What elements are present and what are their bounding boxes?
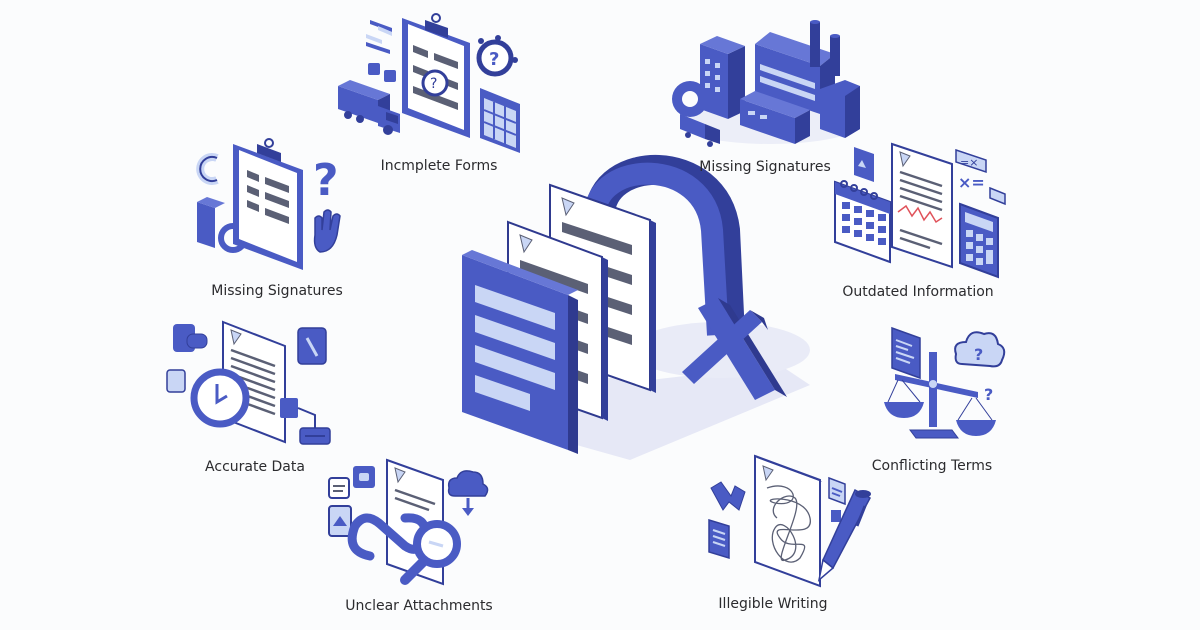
calendar-chart-calculator-icon: =× ×= [834, 142, 1006, 279]
label-illegible-writing: Illegible Writing [718, 596, 828, 612]
label-incomplete-forms: Incmplete Forms [380, 158, 498, 174]
illegible-writing-illustration [705, 448, 875, 588]
svg-text:?: ? [974, 345, 983, 364]
svg-text:=×: =× [960, 156, 978, 169]
unclear-attachments-illustration [325, 456, 495, 586]
conflicting-terms-illustration: ? ? [880, 322, 1010, 447]
outdated-information-illustration: =× ×= [830, 142, 1010, 279]
label-unclear-attachments: Unclear Attachments [345, 598, 493, 614]
incomplete-forms-illustration: ? ? [330, 8, 530, 153]
label-missing-signatures-left: Missing Signatures [211, 283, 343, 299]
svg-text:?: ? [430, 76, 437, 92]
label-conflicting-terms: Conflicting Terms [871, 458, 993, 474]
svg-text:?: ? [313, 155, 339, 206]
factory-illustration [660, 14, 860, 154]
paperclip-magnifier-cloud-icon [328, 458, 489, 586]
label-outdated-information: Outdated Information [842, 284, 994, 300]
clock-document-flowchart-icon [166, 320, 331, 445]
center-illustration [450, 155, 820, 470]
factory-buildings-icon [672, 20, 860, 147]
label-accurate-data: Accurate Data [205, 459, 305, 475]
clipboard-question-illustration: ? [195, 138, 355, 270]
label-missing-signatures-top: Missing Signatures [699, 159, 831, 175]
scribbled-paper-pen-icon [708, 454, 872, 588]
svg-text:?: ? [489, 49, 499, 70]
clipboard-hand-question-icon: ? [196, 138, 341, 270]
svg-text:?: ? [984, 385, 993, 404]
scales-cloud-question-icon: ? ? [884, 326, 1006, 439]
document-stack-reject-icon [462, 155, 810, 460]
clipboard-truck-calendar-icon: ? ? [338, 13, 520, 153]
accurate-data-illustration [165, 320, 335, 450]
svg-text:×=: ×= [958, 173, 985, 192]
